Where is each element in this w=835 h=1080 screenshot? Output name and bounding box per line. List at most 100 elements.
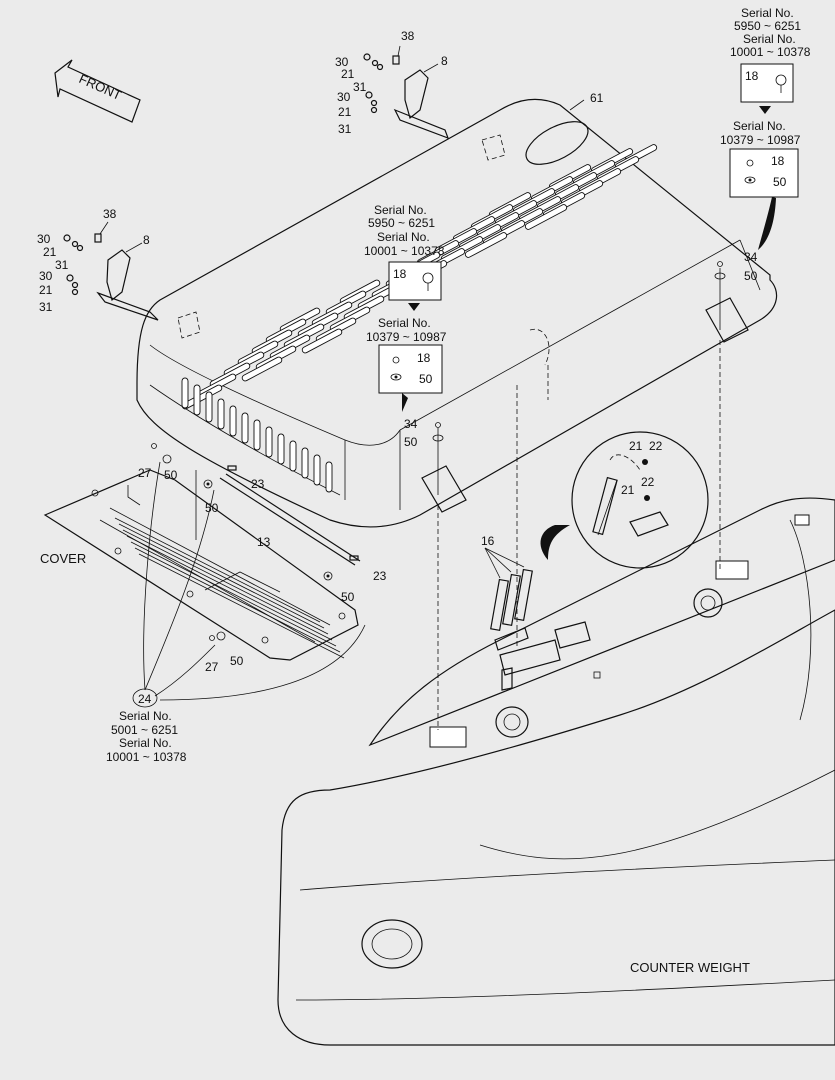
label-50-cover-a: 50 <box>164 468 178 482</box>
label-50-cover-b: 50 <box>205 501 219 515</box>
label-34-right: 34 <box>744 250 758 264</box>
label-38-left: 38 <box>103 207 117 221</box>
serial-top-right-line6: 10379 ~ 10987 <box>720 133 801 147</box>
counter-weight: COUNTER WEIGHT <box>277 497 835 1046</box>
label-30-c: 30 <box>37 232 51 246</box>
front-arrow: FRONT <box>54 59 141 123</box>
vent-slot <box>253 419 261 451</box>
vent-slot <box>241 356 283 382</box>
label-8-left: 8 <box>143 233 150 247</box>
cover-slat <box>126 535 333 641</box>
detail-circle <box>540 431 709 569</box>
label-27-bottom: 27 <box>205 660 219 674</box>
cover-slat <box>134 547 341 653</box>
serial-bottom-line1: Serial No. <box>119 709 172 723</box>
label-34-center: 34 <box>404 417 418 431</box>
label-21-a: 21 <box>341 67 355 81</box>
vent-slot <box>277 433 285 465</box>
vent-slot <box>229 405 237 437</box>
serial-top-right-line4: 10001 ~ 10378 <box>730 45 811 59</box>
vent-slot <box>464 232 508 258</box>
serial-top-right-line3: Serial No. <box>743 32 796 46</box>
vent-slot <box>181 377 189 409</box>
vent-slot <box>301 328 343 354</box>
serial-top-right-line5: Serial No. <box>733 119 786 133</box>
vent-slot <box>313 454 321 486</box>
cover-slat <box>114 517 321 623</box>
label-21-c: 21 <box>43 245 57 259</box>
label-16: 16 <box>481 534 495 548</box>
label-27-top: 27 <box>138 466 152 480</box>
bracket-center <box>421 422 467 730</box>
label-18-m2: 18 <box>417 351 431 365</box>
cover-label: COVER <box>40 551 86 566</box>
label-30-b: 30 <box>337 90 351 104</box>
serial-top-right-line1: Serial No. <box>741 6 794 20</box>
label-50-right: 50 <box>744 269 758 283</box>
vent-slot <box>289 440 297 472</box>
label-24: 24 <box>138 692 152 706</box>
label-50-tr: 50 <box>773 175 787 189</box>
vent-slot <box>524 204 568 230</box>
serial-mid-line2: 5950 ~ 6251 <box>368 216 435 230</box>
cover-plate <box>43 469 359 661</box>
cover-slat <box>138 553 345 659</box>
serial-mid-line6: 10379 ~ 10987 <box>366 330 447 344</box>
cover-slat <box>122 529 329 635</box>
counter-weight-label: COUNTER WEIGHT <box>630 960 750 975</box>
serial-top-right-line2: 5950 ~ 6251 <box>734 19 801 33</box>
hinge-top <box>363 45 585 140</box>
support-rod <box>151 443 361 641</box>
serial-bottom-line3: Serial No. <box>119 736 172 750</box>
label-18-tr2: 18 <box>771 154 785 168</box>
label-8-top: 8 <box>441 54 448 68</box>
vent-slot <box>265 426 273 458</box>
vent-slot <box>241 412 249 444</box>
serial-mid-line1: Serial No. <box>374 203 427 217</box>
vent-slot <box>325 461 333 493</box>
label-21-b: 21 <box>338 105 352 119</box>
cover-slat <box>130 541 337 647</box>
label-13: 13 <box>257 535 271 549</box>
vent-slot <box>193 384 201 416</box>
label-31-b: 31 <box>338 122 352 136</box>
label-22-detail-a: 22 <box>649 439 663 453</box>
serial-bottom-line4: 10001 ~ 10378 <box>106 750 187 764</box>
label-61: 61 <box>590 91 604 105</box>
engine-hood <box>136 98 778 648</box>
label-30-d: 30 <box>39 269 53 283</box>
vent-slot <box>217 398 225 430</box>
label-21-d: 21 <box>39 283 53 297</box>
gas-springs <box>484 547 591 691</box>
label-50-m: 50 <box>419 372 433 386</box>
cover-slat <box>118 523 325 629</box>
label-23-top: 23 <box>251 477 265 491</box>
label-18-tr1: 18 <box>745 69 759 83</box>
label-38-top: 38 <box>401 29 415 43</box>
label-18-m1: 18 <box>393 267 407 281</box>
part-number-labels: 61 38 8 30 21 31 30 21 31 38 8 30 21 31 … <box>37 6 811 764</box>
vent-slot <box>301 447 309 479</box>
serial-mid-line3: Serial No. <box>377 230 430 244</box>
label-30-a: 30 <box>335 55 349 69</box>
hinge-left <box>63 221 159 321</box>
label-23-bottom: 23 <box>373 569 387 583</box>
label-31-a: 31 <box>353 80 367 94</box>
label-50-cover-c: 50 <box>341 590 355 604</box>
serial-box-middle <box>378 261 443 412</box>
label-31-c: 31 <box>55 258 69 272</box>
label-50-center: 50 <box>404 435 418 449</box>
serial-bottom-line2: 5001 ~ 6251 <box>111 723 178 737</box>
label-50-cover-d: 50 <box>230 654 244 668</box>
label-31-d: 31 <box>39 300 53 314</box>
bracket-right <box>705 261 749 570</box>
serial-mid-line4: 10001 ~ 10378 <box>364 244 445 258</box>
vent-slot <box>205 391 213 423</box>
front-arrow-label: FRONT <box>77 71 124 103</box>
leaders-24 <box>132 461 366 708</box>
serial-box-top-right <box>729 63 799 250</box>
label-21-detail-a: 21 <box>629 439 643 453</box>
label-22-detail-b: 22 <box>641 475 655 489</box>
serial-mid-line5: Serial No. <box>378 316 431 330</box>
